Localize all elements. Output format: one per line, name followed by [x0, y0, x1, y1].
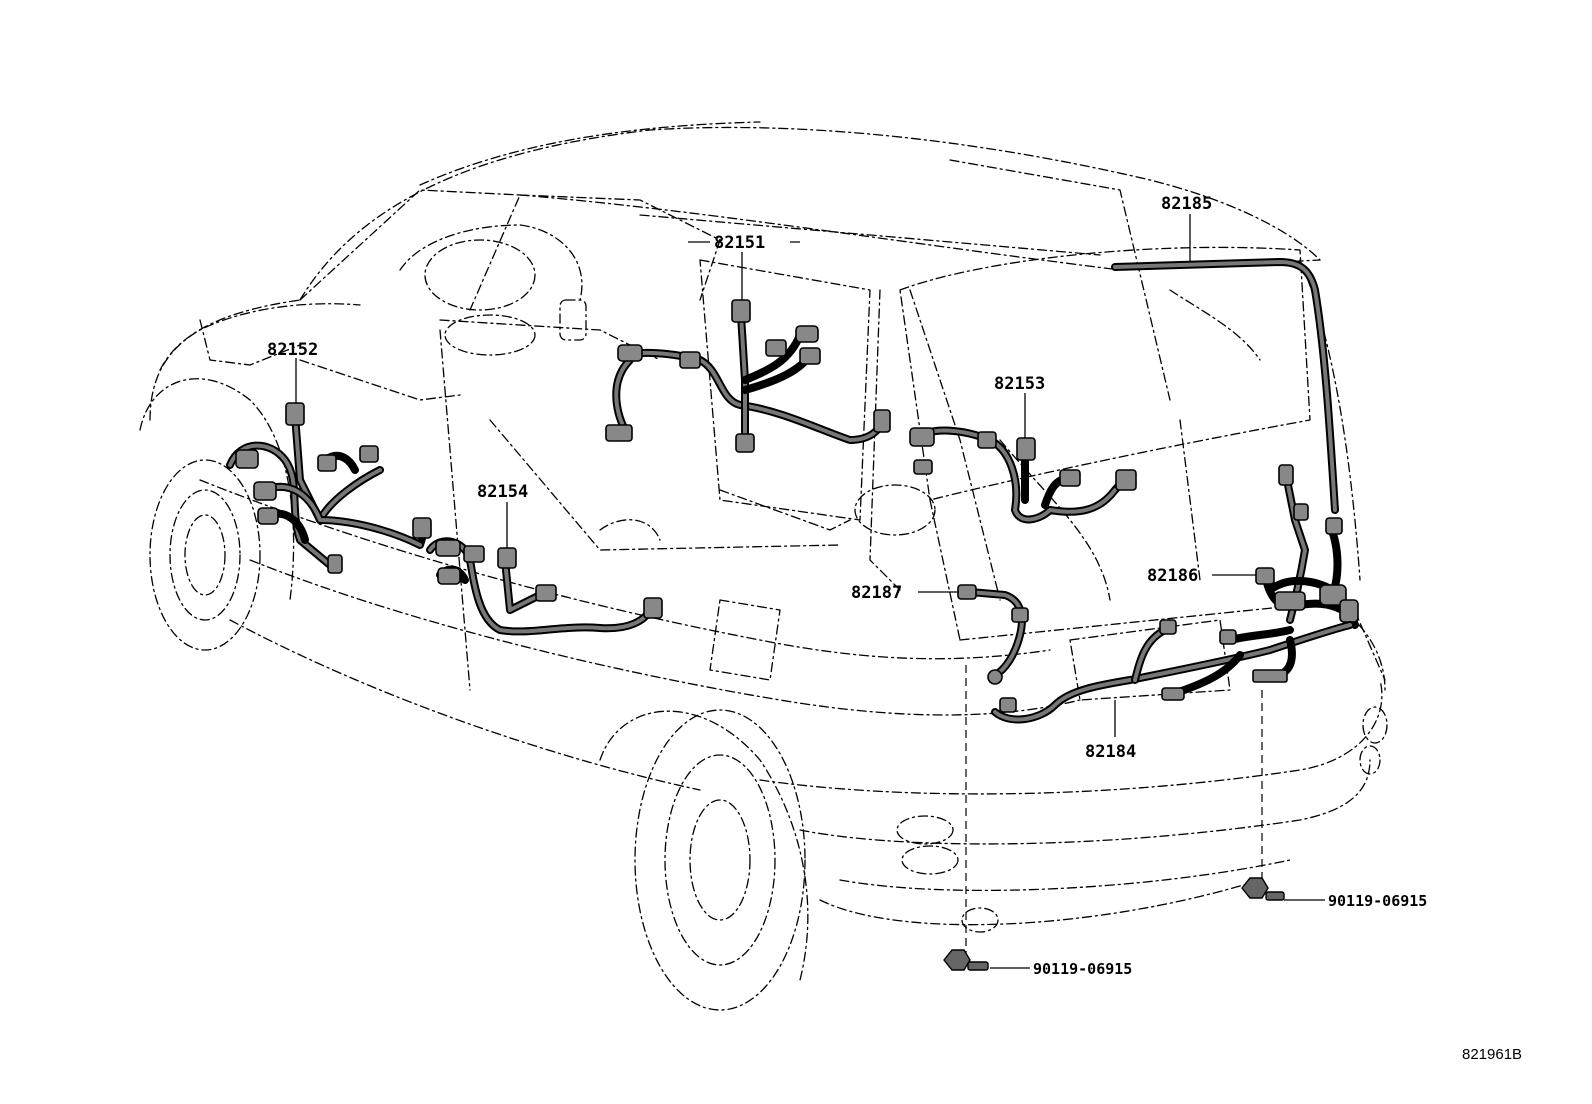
connectors-82152 — [235, 402, 432, 574]
bolt-90119-06915-right — [1241, 877, 1285, 901]
connectors-82184 — [999, 619, 1288, 713]
callout-90119-06915-right: 90119-06915 — [1328, 892, 1427, 910]
connectors-82153 — [909, 427, 1137, 491]
callout-82153: 82153 — [994, 374, 1045, 394]
wire-harness-82187 — [966, 588, 1026, 679]
connectors-82187 — [957, 584, 1029, 685]
connectors-82186 — [1255, 464, 1359, 623]
callout-82187: 82187 — [851, 583, 902, 603]
bolt-guide-lines — [965, 665, 1263, 960]
wire-harness-82184 — [991, 621, 1354, 724]
wire-harness-82152 — [226, 411, 429, 569]
callout-82154: 82154 — [477, 482, 528, 502]
connectors-82154 — [435, 539, 663, 619]
wire-harness-82185 — [1111, 258, 1339, 514]
callout-82152: 82152 — [267, 340, 318, 360]
callout-90119-06915-left: 90119-06915 — [1033, 960, 1132, 978]
callout-82185: 82185 — [1161, 194, 1212, 214]
callout-labels: 82151 82152 82153 82154 82184 82185 8218… — [267, 194, 1522, 1063]
callout-82186: 82186 — [1147, 566, 1198, 586]
diagram-id: 821961B — [1462, 1046, 1522, 1063]
wire-harness-82151 — [612, 311, 887, 444]
callout-82151: 82151 — [714, 233, 765, 253]
leader-lines — [295, 214, 1325, 969]
callout-82184: 82184 — [1085, 742, 1136, 762]
bolt-90119-06915-left — [943, 949, 989, 971]
connectors-82151 — [605, 299, 891, 453]
